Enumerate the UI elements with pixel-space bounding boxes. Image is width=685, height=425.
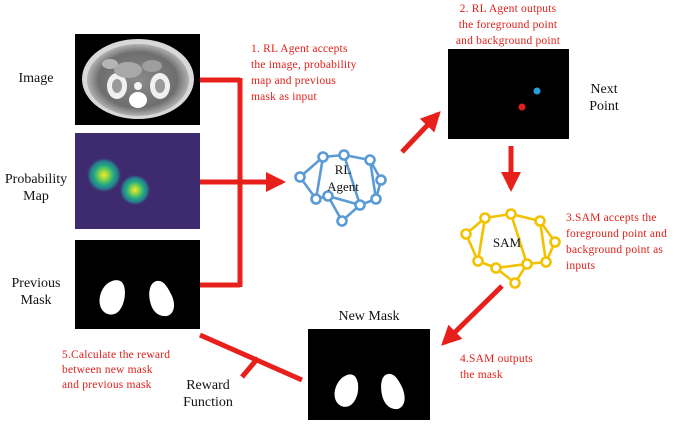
svg-text:and previous mask: and previous mask [62,379,152,391]
ct-image-panel [75,34,200,125]
svg-text:2. RL Agent outputs: 2. RL Agent outputs [460,3,557,15]
svg-text:the image, probability: the image, probability [251,59,357,71]
background-point [518,103,526,111]
next-point-label-line1: Next [590,82,617,97]
probability-map-label-line1: Probability [5,172,67,187]
svg-text:foreground point and: foreground point and [566,228,667,240]
svg-text:1. RL Agent accepts: 1. RL Agent accepts [251,43,348,55]
rl-agent-label-line1: RL [335,162,352,177]
step2-annotation: 2. RL Agent outputs the foreground point… [456,3,561,47]
rl-agent-label-line2: Agent [327,179,359,194]
previous-mask-label-line2: Mask [20,293,51,308]
foreground-point [533,87,541,95]
reward-branch [240,356,260,379]
step4-annotation: 4.SAM outputs the mask [460,353,533,381]
reward-connector [198,332,304,383]
step3-annotation: 3.SAM accepts the foreground point and b… [566,212,667,272]
sam-label: SAM [493,235,522,250]
arrows [198,77,521,383]
svg-text:the mask: the mask [460,369,503,381]
svg-text:3.SAM accepts the: 3.SAM accepts the [566,212,657,224]
svg-text:map and previous: map and previous [251,75,336,87]
svg-text:4.SAM outputs: 4.SAM outputs [460,353,533,365]
sam-network [460,208,561,289]
previous-mask-panel [75,240,200,329]
next-point-panel [448,49,569,139]
reward-function-label-line2: Function [183,395,233,410]
next-point-label-line2: Point [589,99,619,114]
svg-text:5.Calculate the reward: 5.Calculate the reward [62,349,170,361]
previous-mask-label-line1: Previous [12,276,61,291]
step1-annotation: 1. RL Agent accepts the image, probabili… [251,43,357,103]
new-mask-label: New Mask [338,309,399,324]
probability-map-label-line2: Map [23,189,49,204]
arrow-sam-to-newmask [441,284,504,346]
svg-text:background point as: background point as [566,244,663,256]
image-label: Image [19,71,54,86]
svg-text:inputs: inputs [566,260,596,272]
reward-function-label-line1: Reward [186,378,230,393]
arrow-agent-to-point [400,111,441,154]
probability-map-panel [75,133,200,229]
svg-text:mask as input: mask as input [251,91,317,103]
svg-text:between new mask: between new mask [62,364,153,376]
svg-text:the foreground point: the foreground point [459,19,558,31]
step5-annotation: 5.Calculate the reward between new mask … [62,349,170,391]
new-mask-panel [308,329,430,420]
svg-text:and background point: and background point [456,35,561,47]
rl-agent-network [294,149,387,227]
